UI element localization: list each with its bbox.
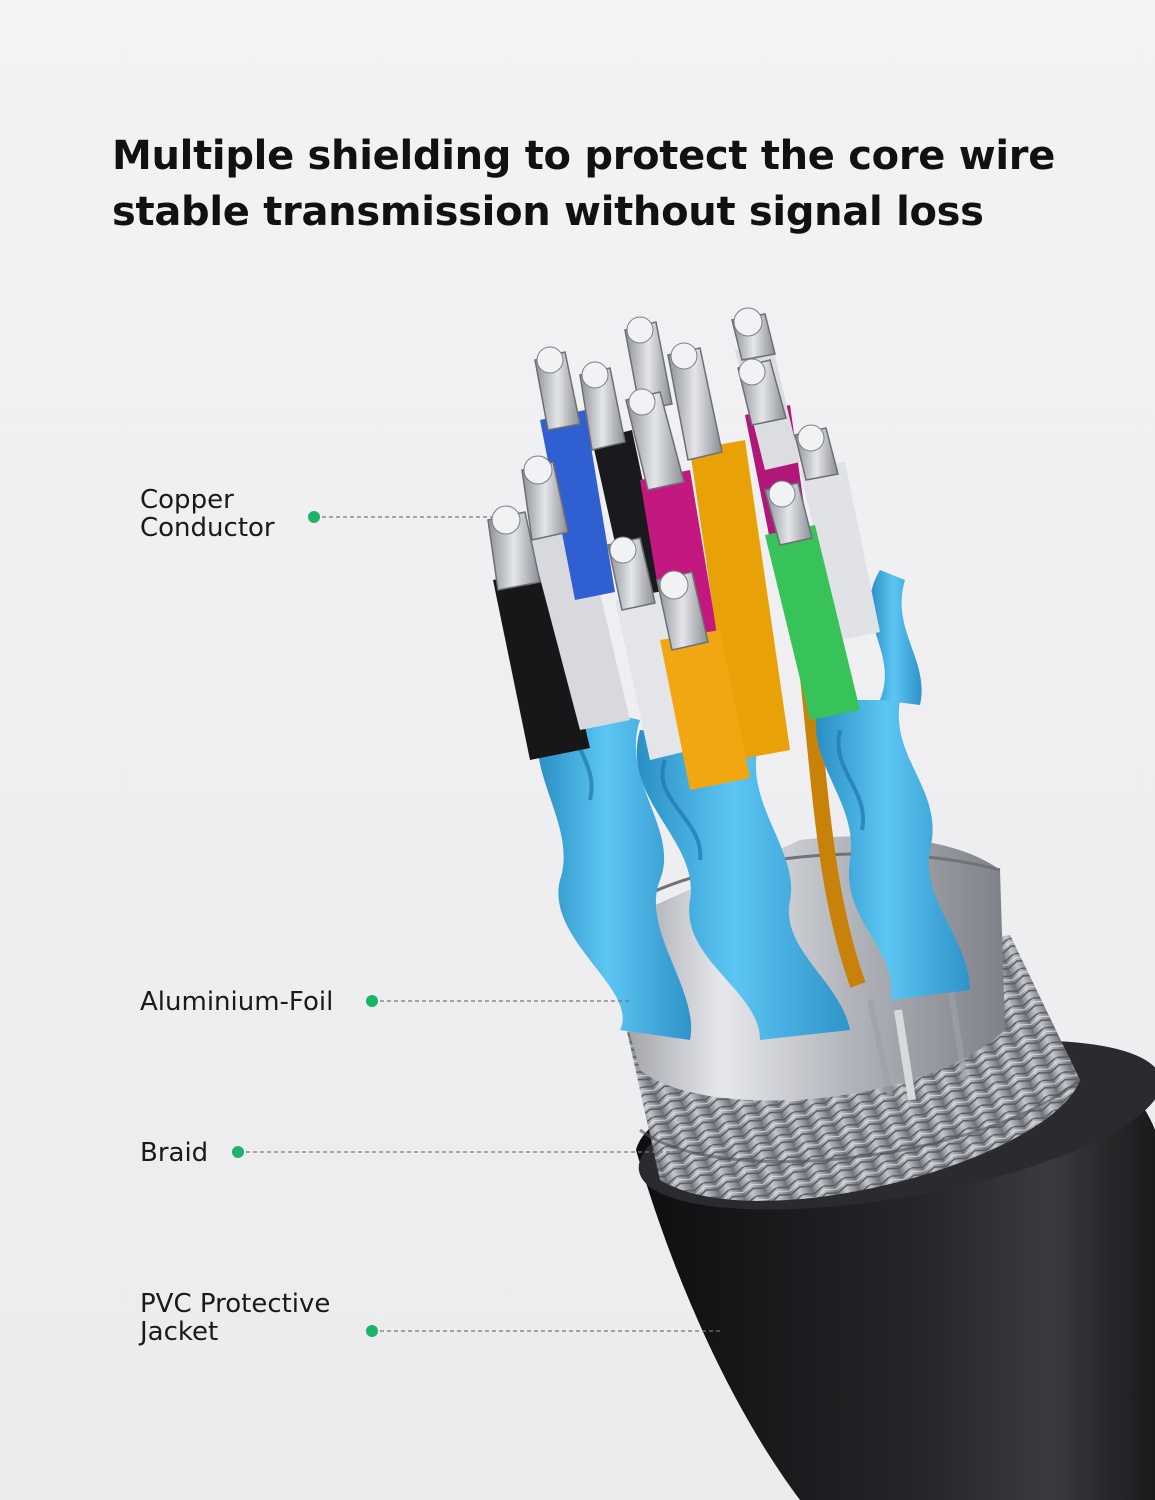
wire-black — [493, 570, 590, 760]
callout-jacket-line-2: Jacket — [140, 1317, 219, 1347]
wire-green — [765, 525, 860, 720]
callout-copper-line-1: Copper — [140, 485, 234, 515]
blue-insulation-right — [815, 700, 970, 1000]
blue-insulation-center — [636, 730, 850, 1040]
green-dot-icon — [366, 1325, 378, 1337]
headline-line-1: Multiple shielding to protect the core w… — [112, 133, 1056, 179]
headline: Multiple shielding to protect the core w… — [112, 128, 1092, 240]
callout-foil-line-1: Aluminium-Foil — [140, 987, 334, 1017]
core-wires — [493, 343, 880, 790]
headline-line-2: stable transmission without signal loss — [112, 189, 984, 235]
callout-jacket-line-1: PVC Protective — [140, 1289, 331, 1319]
callout-braid-line-1: Braid — [140, 1138, 209, 1168]
wire-orange — [660, 630, 750, 790]
copper-strands — [487, 313, 839, 651]
callout-aluminium-foil: Aluminium-Foil — [140, 988, 333, 1016]
callout-pvc-jacket: PVC Protective Jacket — [140, 1290, 330, 1346]
callout-copper-line-2: Conductor — [140, 513, 275, 543]
wire-white-left — [530, 530, 630, 730]
wire-blue — [540, 410, 615, 600]
leader-lines — [246, 516, 720, 1332]
green-dot-icon — [308, 511, 320, 523]
callout-copper-conductor: Copper Conductor — [140, 486, 275, 542]
wire-black-2 — [592, 430, 668, 610]
green-dot-icon — [232, 1146, 244, 1158]
blue-insulation-left — [537, 700, 692, 1040]
green-dot-icon — [366, 995, 378, 1007]
wire-white-right — [800, 462, 880, 640]
wire-yellow — [690, 440, 790, 760]
callout-braid: Braid — [140, 1139, 208, 1167]
